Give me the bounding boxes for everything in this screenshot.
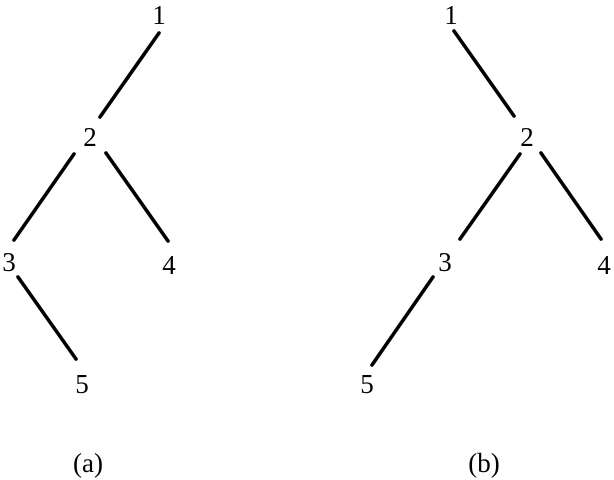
node-1: 1 [444, 0, 458, 30]
edge-2-3 [458, 152, 522, 241]
node-5: 5 [75, 369, 89, 399]
tree-b: 1 2 3 4 5 (b) [360, 0, 611, 478]
tree-a: 1 2 3 4 5 (a) [2, 0, 176, 478]
node-4: 4 [162, 250, 176, 280]
edge-1-2 [98, 31, 161, 119]
edge-1-2 [452, 29, 516, 118]
edge-2-4 [104, 151, 170, 243]
node-3: 3 [438, 247, 452, 277]
node-4: 4 [597, 250, 611, 280]
edge-2-4 [539, 151, 603, 241]
node-5: 5 [360, 369, 374, 399]
edge-2-3 [12, 152, 76, 242]
tree-caption: (a) [73, 448, 103, 478]
node-3: 3 [2, 247, 16, 277]
node-2: 2 [520, 122, 534, 152]
edge-3-5 [370, 275, 435, 367]
edge-3-5 [16, 275, 78, 361]
tree-caption: (b) [468, 448, 499, 478]
node-1: 1 [152, 0, 166, 30]
node-2: 2 [83, 122, 97, 152]
